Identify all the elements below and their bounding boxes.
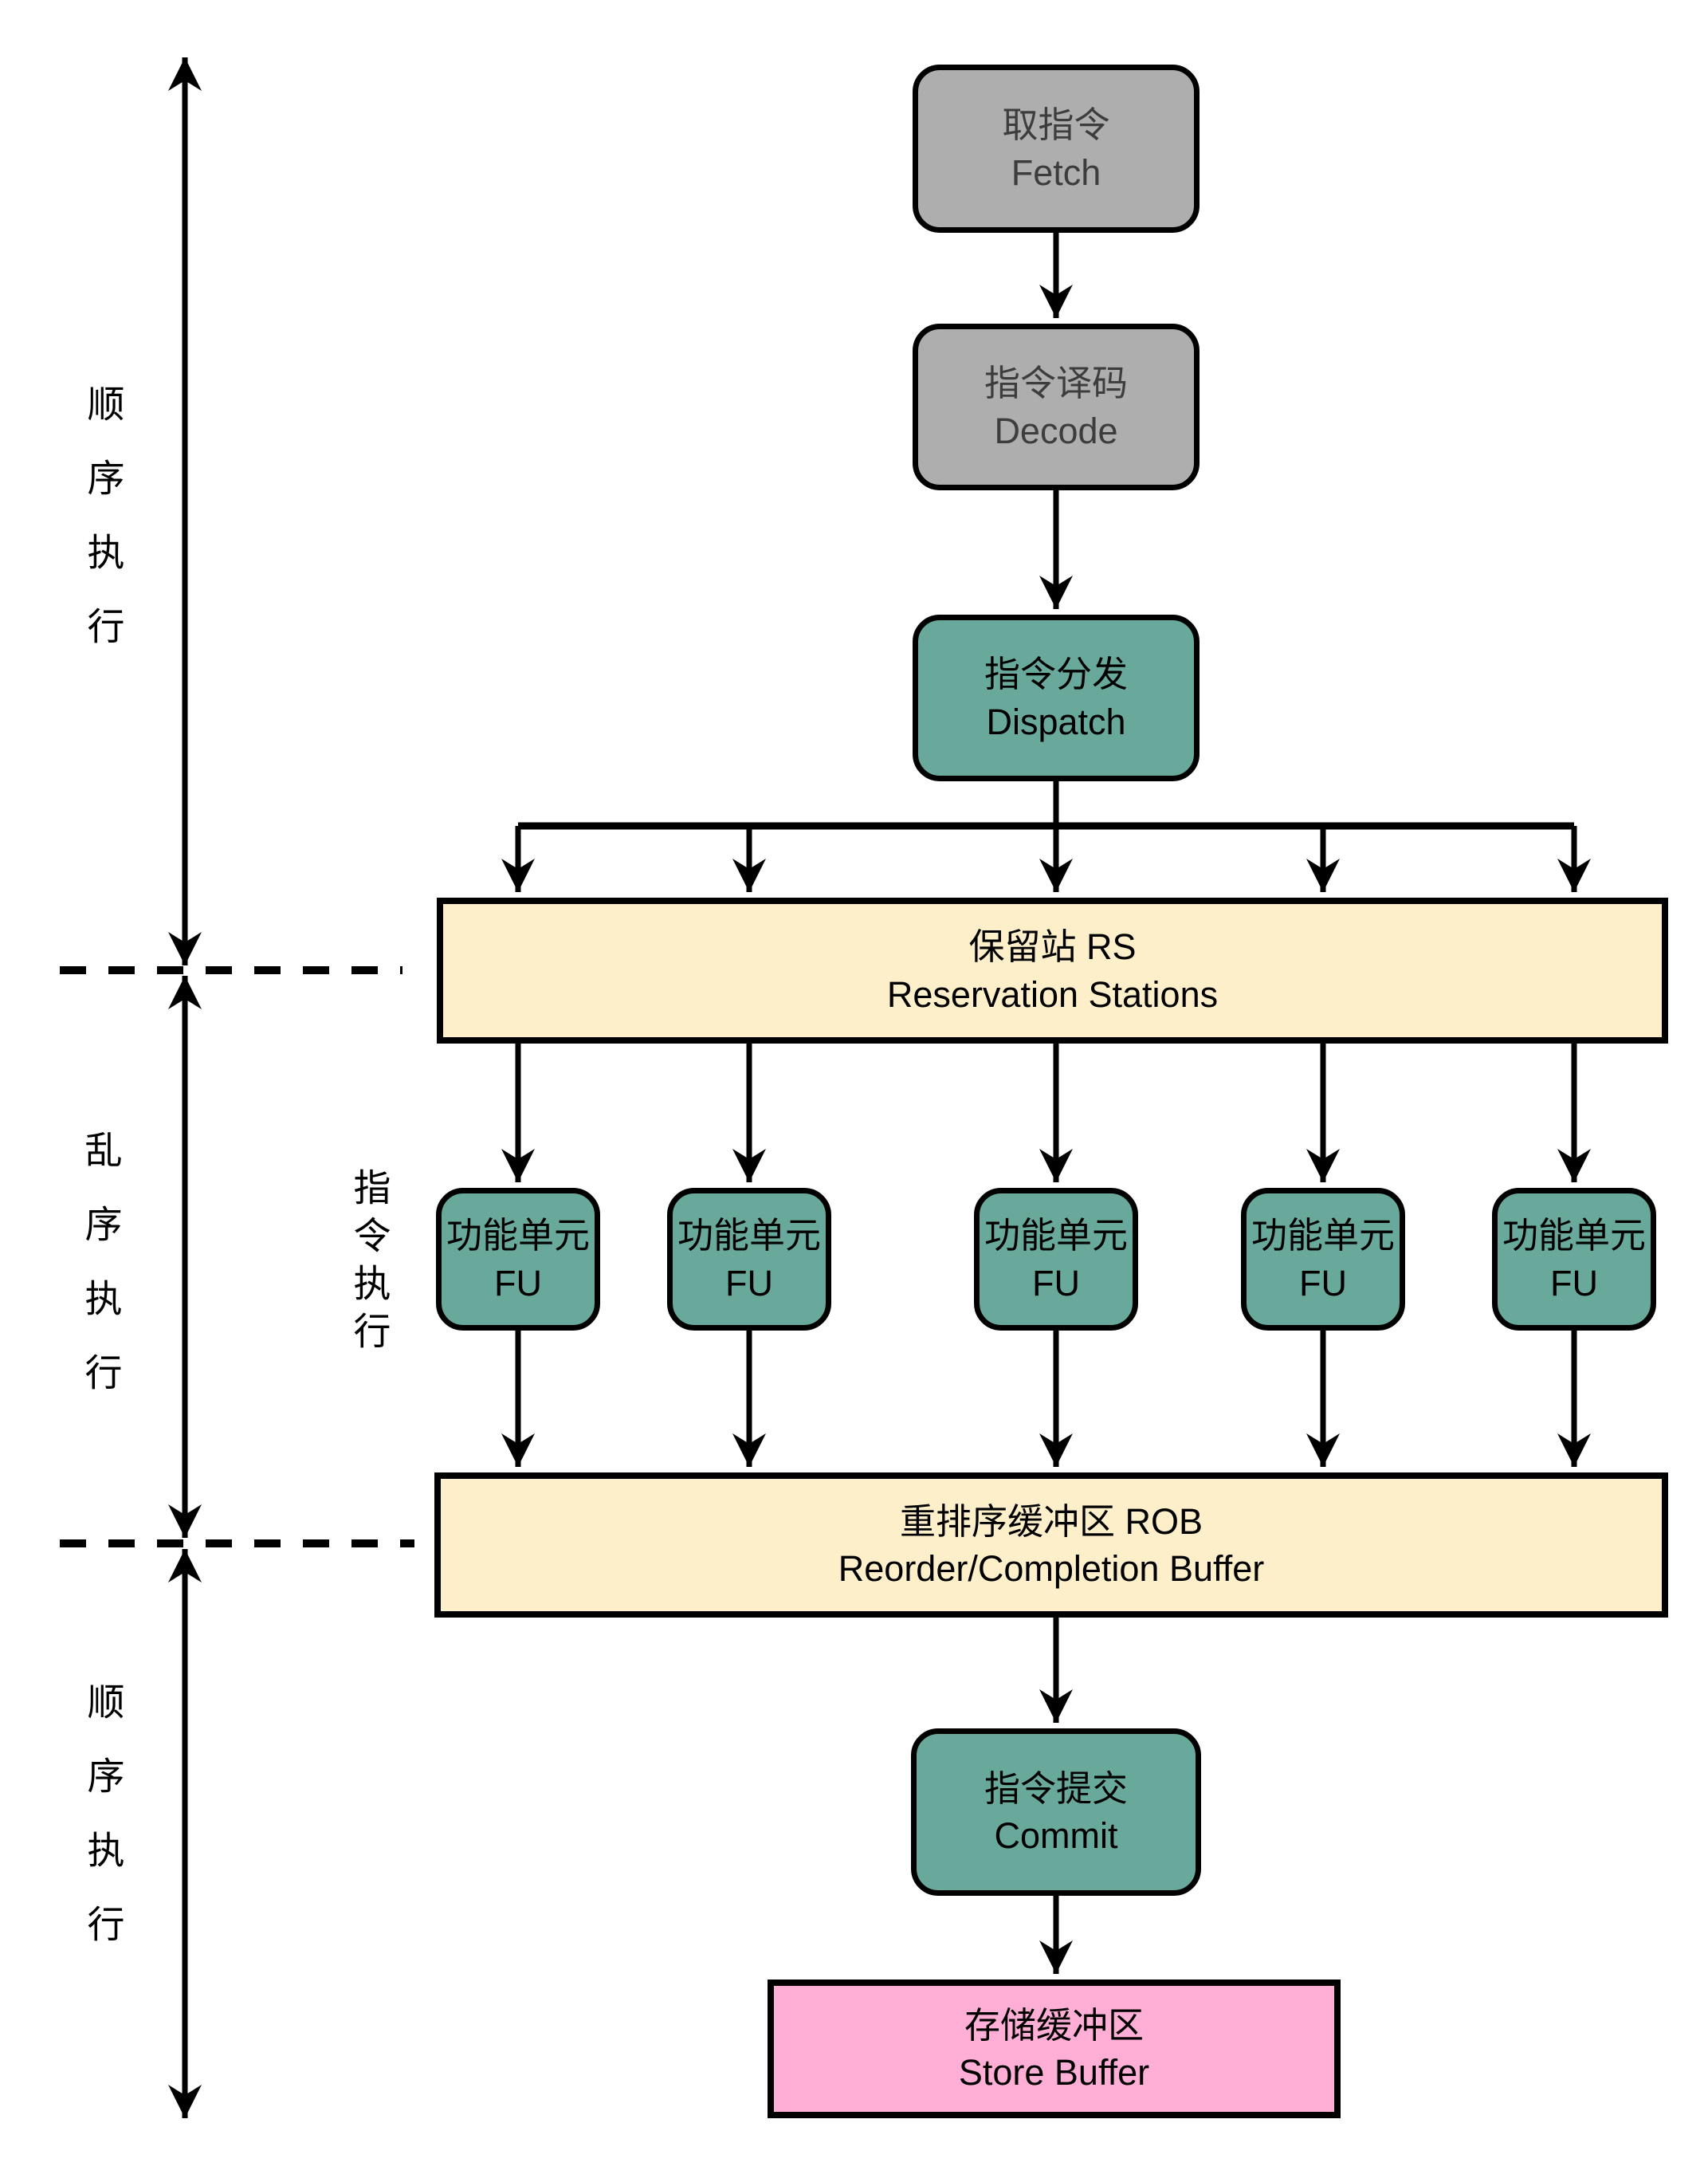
node-fu-label-en: FU [1299, 1262, 1347, 1303]
node-fu-label-zh: 功能单元 [984, 1215, 1128, 1256]
fu-row-label: 指令执行 [347, 1168, 391, 1359]
node-dispatch-label-en: Dispatch [986, 701, 1126, 742]
node-fu-label-zh: 功能单元 [1251, 1215, 1395, 1256]
node-fu-4: 功能单元 FU [1241, 1188, 1405, 1331]
node-dispatch: 指令分发 Dispatch [913, 615, 1200, 781]
node-decode-label-en: Decode [994, 410, 1118, 451]
node-fu-label-en: FU [494, 1262, 542, 1303]
node-reorder-buffer: 重排序缓冲区 ROB Reorder/Completion Buffer [434, 1472, 1668, 1618]
node-decode: 指令译码 Decode [913, 324, 1200, 490]
node-commit-label-zh: 指令提交 [984, 1767, 1128, 1809]
node-fu-label-en: FU [1032, 1262, 1080, 1303]
node-fu-label-en: FU [725, 1262, 773, 1303]
side-label-in-order-top: 顺序执行 [81, 384, 124, 681]
node-rob-label-en: Reorder/Completion Buffer [838, 1548, 1265, 1589]
node-rs-label-zh: 保留站 RS [968, 926, 1137, 968]
node-fu-5: 功能单元 FU [1492, 1188, 1656, 1331]
side-label-in-order-bottom: 顺序执行 [81, 1682, 124, 1979]
node-store-buffer-label-zh: 存储缓冲区 [964, 2004, 1144, 2046]
node-decode-label-zh: 指令译码 [984, 363, 1128, 404]
node-fetch-label-zh: 取指令 [1002, 104, 1110, 146]
node-rob-label-zh: 重排序缓冲区 ROB [899, 1500, 1203, 1542]
node-fu-1: 功能单元 FU [436, 1188, 600, 1331]
node-store-buffer-label-en: Store Buffer [958, 2052, 1150, 2093]
node-fu-2: 功能单元 FU [667, 1188, 831, 1331]
node-fetch-label-en: Fetch [1011, 151, 1101, 193]
node-fu-label-en: FU [1550, 1262, 1598, 1303]
node-commit-label-en: Commit [994, 1815, 1118, 1856]
node-rs-label-en: Reservation Stations [886, 973, 1219, 1015]
node-dispatch-label-zh: 指令分发 [984, 654, 1128, 695]
node-fu-label-zh: 功能单元 [677, 1215, 821, 1256]
node-fu-3: 功能单元 FU [974, 1188, 1138, 1331]
node-commit: 指令提交 Commit [911, 1728, 1201, 1896]
node-fetch: 取指令 Fetch [913, 65, 1200, 233]
node-fu-label-zh: 功能单元 [446, 1215, 590, 1256]
node-store-buffer: 存储缓冲区 Store Buffer [768, 1980, 1341, 2118]
node-reservation-stations: 保留站 RS Reservation Stations [437, 898, 1668, 1044]
side-label-out-of-order: 乱序执行 [79, 1130, 122, 1427]
node-fu-label-zh: 功能单元 [1502, 1215, 1646, 1256]
